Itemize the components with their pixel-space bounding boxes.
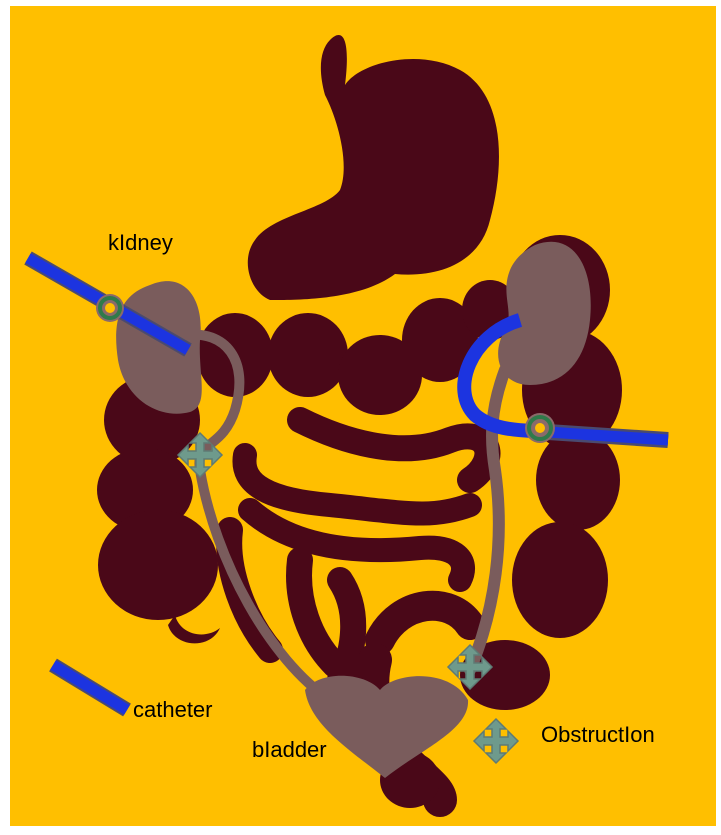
intestine-loop (268, 313, 348, 397)
label-obstruction: ObstructIon (541, 722, 655, 747)
intestine-loop (98, 510, 218, 620)
intestine-coil (300, 420, 487, 480)
move-cross-arrows-icon[interactable] (474, 719, 518, 763)
catheter-port-ring-icon[interactable] (96, 294, 124, 322)
intestine-coil (244, 455, 470, 514)
legend-catheter-swatch[interactable] (53, 665, 127, 710)
intestine-loop (512, 522, 608, 638)
bladder (305, 676, 468, 778)
intestine-tail (168, 615, 220, 643)
label-catheter: catheter (133, 697, 213, 722)
intestine-coil (340, 580, 353, 680)
label-kidney: kIdney (108, 230, 173, 255)
label-bladder: bIadder (252, 737, 327, 762)
intestine-coil (380, 606, 470, 640)
catheter-port-ring-icon[interactable] (525, 413, 555, 443)
stomach-shape (248, 35, 499, 300)
intestine-loop (536, 430, 620, 530)
